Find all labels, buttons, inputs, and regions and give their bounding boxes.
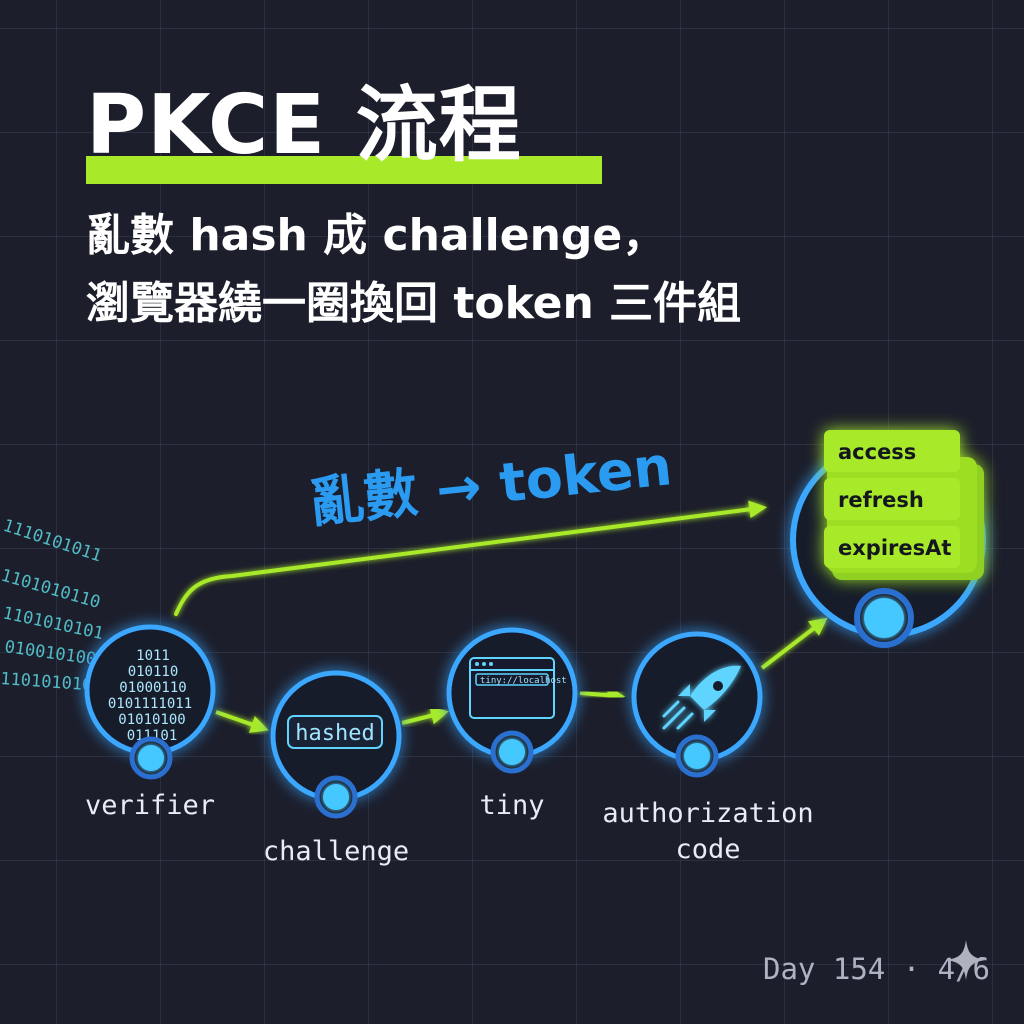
arc-label: 亂數 → token — [307, 434, 675, 535]
token-card-stack — [824, 430, 984, 580]
verifier-to-token-arrow — [174, 500, 768, 616]
node-dot — [323, 784, 349, 810]
node-token: access refresh expiresAt — [790, 430, 986, 648]
bits-row: 1011 — [136, 648, 170, 664]
token-refresh-label: refresh — [838, 488, 924, 512]
token-card-refresh — [824, 478, 960, 520]
node-verifier: 1011 010110 01000110 0101111011 01010100… — [84, 624, 216, 821]
binary-bits-icon: 1011 010110 01000110 0101111011 01010100… — [108, 648, 192, 744]
token-card-expires — [824, 526, 960, 568]
bits-row: 0101111011 — [108, 696, 192, 712]
node-label-verifier: verifier — [85, 790, 215, 821]
hashed-box-icon: hashed — [287, 715, 383, 749]
node-dot — [864, 598, 904, 638]
arrow-verifier-challenge — [215, 710, 269, 733]
node-label-challenge: challenge — [263, 836, 409, 867]
rocket-icon — [662, 665, 741, 730]
node-challenge: hashed challenge — [263, 670, 409, 867]
bits-row: 01000110 — [119, 680, 186, 696]
subtitle-line-2: 瀏覽器繞一圈換回 token 三件組 — [86, 278, 742, 329]
browser-window-icon: tiny://localhost — [469, 657, 567, 719]
token-expires-label: expiresAt — [838, 536, 951, 560]
node-tiny: tiny://localhost tiny — [446, 627, 578, 821]
node-label-authorization: authorization — [602, 798, 813, 829]
title-highlight — [86, 156, 602, 184]
title-block: PKCE 流程 — [86, 76, 602, 184]
arrow-challenge-tiny — [401, 706, 449, 725]
bits-row: 01010100 — [118, 712, 185, 728]
page-title: PKCE 流程 — [86, 78, 522, 173]
arrow-tiny-code — [579, 686, 626, 705]
node-dot — [499, 739, 525, 765]
browser-url: tiny://localhost — [480, 676, 567, 686]
node-label-code: code — [675, 834, 740, 865]
node-dot — [684, 743, 710, 769]
token-card-access — [824, 430, 960, 472]
page-indicator: Day 154 · 4/6 — [763, 952, 990, 986]
bits-row: 010110 — [128, 664, 179, 680]
node-authorization-code: authorization code — [602, 631, 814, 865]
bits-stream-row: 1110101011 — [0, 516, 104, 567]
sparkle-icon — [946, 940, 986, 980]
node-dot — [138, 745, 164, 771]
hashed-tag: hashed — [295, 721, 374, 746]
token-access-label: access — [838, 440, 916, 464]
subtitle: 亂數 hash 成 challenge， 瀏覽器繞一圈換回 token 三件組 — [86, 202, 741, 338]
subtitle-line-1: 亂數 hash 成 challenge， — [86, 210, 667, 261]
arrow-code-token — [760, 617, 828, 670]
node-label-tiny: tiny — [479, 790, 544, 821]
